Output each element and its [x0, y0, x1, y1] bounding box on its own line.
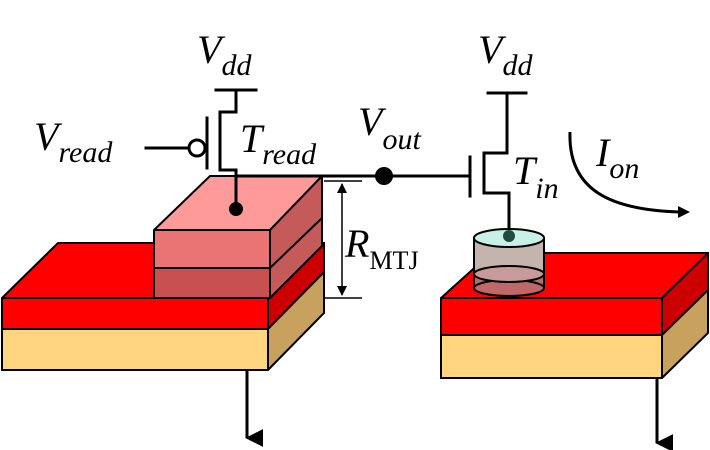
label-tin: Tin: [513, 148, 559, 205]
svg-text:RMTJ: RMTJ: [344, 221, 419, 275]
left-tan-front: [2, 329, 268, 370]
cylinder-contact-node: [503, 230, 515, 242]
vout-node: [375, 167, 393, 185]
label-vout: Vout: [358, 99, 421, 156]
mtj-cylinder: [473, 228, 545, 297]
rmtj-dimension: [324, 180, 362, 299]
left-red-side: [268, 243, 324, 329]
label-tread: Tread: [240, 116, 317, 171]
right-red-side: [662, 253, 708, 335]
right-red-front: [441, 298, 662, 335]
svg-text:Vdd: Vdd: [478, 27, 533, 82]
ion-current-arrow: [568, 131, 681, 214]
label-vdd-left: Vdd: [197, 27, 252, 82]
pillar-bottom-side: [270, 218, 322, 298]
right-tan-side: [662, 290, 708, 378]
right-tan-front: [441, 335, 662, 378]
pmos-gate-bubble: [187, 138, 207, 158]
pillar-bottom-front: [154, 268, 270, 298]
left-device: [1, 168, 325, 447]
left-tan-side: [268, 272, 324, 370]
svg-text:Tin: Tin: [513, 148, 559, 205]
label-ion: Ion: [595, 130, 639, 185]
pillar-top-front: [154, 230, 270, 268]
right-device: [440, 228, 709, 450]
svg-text:Tread: Tread: [240, 116, 317, 171]
read-transistor-circuit: [144, 88, 472, 185]
pillar-top-side: [270, 176, 322, 268]
label-vread: Vread: [34, 114, 113, 169]
left-red-front: [2, 298, 268, 329]
label-rmtj: RMTJ: [344, 221, 419, 275]
svg-text:Vdd: Vdd: [197, 27, 252, 82]
svg-text:Vout: Vout: [358, 99, 421, 156]
label-vdd-right: Vdd: [478, 27, 533, 82]
svg-text:Ion: Ion: [595, 130, 639, 185]
pillar-contact-node: [229, 202, 243, 216]
svg-text:Vread: Vread: [34, 114, 113, 169]
input-transistor-circuit: [468, 91, 690, 236]
